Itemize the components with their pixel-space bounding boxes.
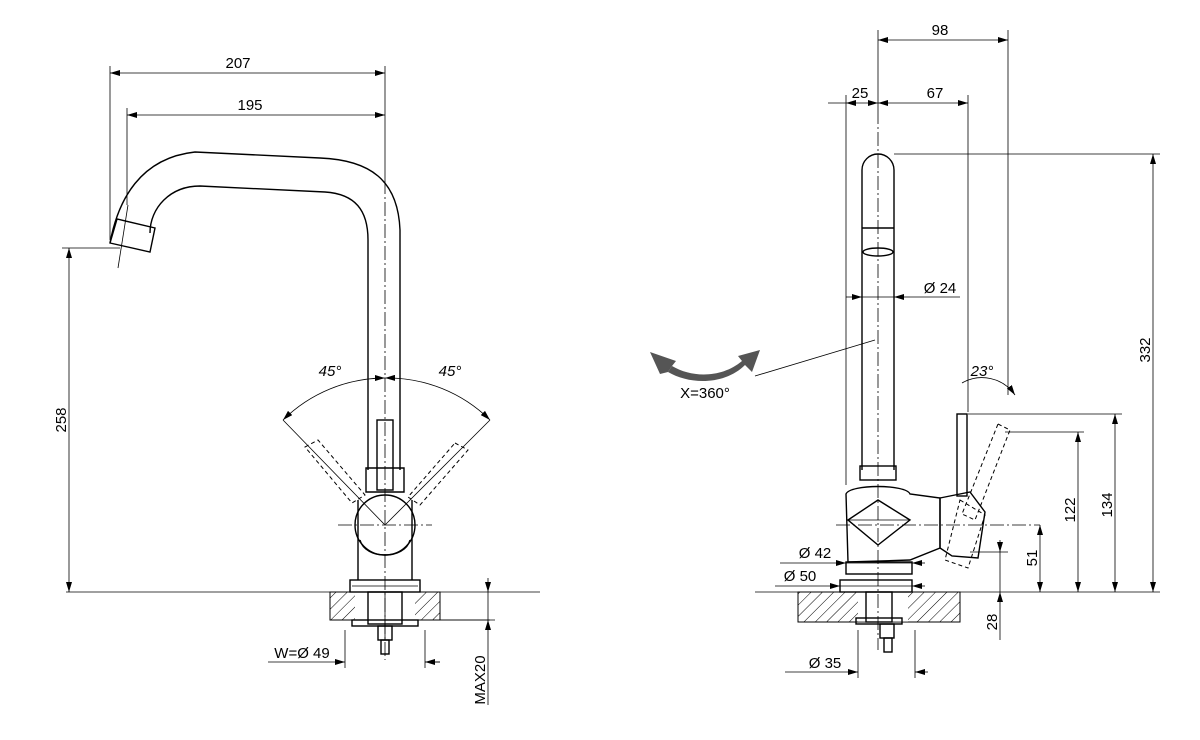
dim-max-thickness: MAX20 xyxy=(440,578,495,705)
dim-lever-angles: 45° 45° xyxy=(282,363,491,526)
label-98: 98 xyxy=(932,22,949,39)
dim-shank-diameter: Ø 35 xyxy=(785,630,928,678)
label-28: 28 xyxy=(984,614,1001,631)
dim-lever-top-height: 134 xyxy=(968,413,1122,592)
label-332: 332 xyxy=(1137,337,1154,362)
swivel-arrow-icon: X=360° xyxy=(650,339,876,402)
label-23: 23° xyxy=(970,363,994,380)
label-25: 25 xyxy=(852,85,869,102)
label-w-49: W=Ø 49 xyxy=(274,645,329,662)
dim-lever-tilted-height: 122 xyxy=(1005,431,1084,592)
label-195: 195 xyxy=(237,97,262,114)
label-d42: Ø 42 xyxy=(799,545,832,562)
dim-rear-and-lever-offsets: 25 67 xyxy=(828,85,969,485)
label-45-left: 45° xyxy=(319,363,342,380)
spout-side xyxy=(839,153,1011,653)
countertop-side xyxy=(755,591,1160,623)
countertop-front xyxy=(66,591,540,621)
label-max20: MAX20 xyxy=(472,655,489,704)
label-45-right: 45° xyxy=(439,363,462,380)
front-view: 207 195 258 45° 45° xyxy=(53,55,540,705)
dim-total-height: 332 xyxy=(894,153,1160,592)
dim-shank-length: 28 xyxy=(970,540,1008,640)
label-51: 51 xyxy=(1024,550,1041,567)
label-swivel: X=360° xyxy=(680,385,730,402)
dim-lever-tilt: 23° xyxy=(961,363,1016,396)
dim-hole-diameter: W=Ø 49 xyxy=(268,630,440,668)
label-d35: Ø 35 xyxy=(809,655,842,672)
label-122: 122 xyxy=(1062,497,1079,522)
label-d50: Ø 50 xyxy=(784,568,817,585)
dim-spout-reach: 195 xyxy=(126,97,385,205)
dim-outlet-height: 258 xyxy=(53,247,120,592)
dim-base-diameter-top: Ø 42 xyxy=(780,545,925,566)
label-258: 258 xyxy=(53,407,70,432)
side-view: X=360° xyxy=(650,22,1160,678)
label-134: 134 xyxy=(1099,492,1116,517)
dim-axis-height: 51 xyxy=(1024,525,1043,592)
label-207: 207 xyxy=(225,55,250,72)
label-67: 67 xyxy=(927,85,944,102)
dim-spout-diameter: Ø 24 xyxy=(846,280,960,300)
label-d24: Ø 24 xyxy=(924,280,957,297)
dim-overall-depth: 98 xyxy=(877,22,1009,395)
dim-base-diameter-bottom: Ø 50 xyxy=(775,568,925,589)
dim-total-reach: 207 xyxy=(109,55,386,240)
spout-front xyxy=(109,151,469,655)
